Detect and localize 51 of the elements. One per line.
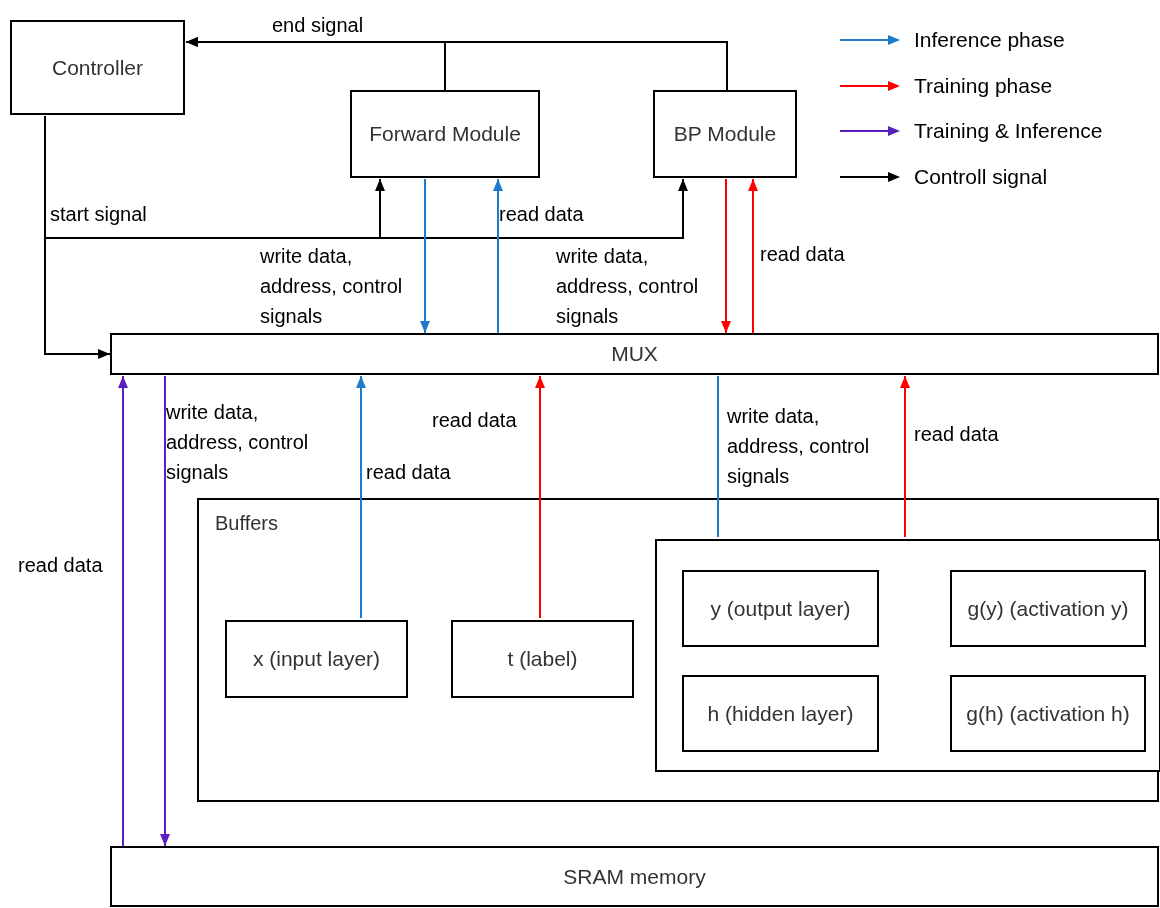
node-label: x (input layer) — [251, 646, 382, 672]
node-label: h (hidden layer) — [706, 700, 855, 727]
node-label: y (output layer) — [709, 595, 852, 622]
arrow — [535, 375, 545, 619]
arrow — [185, 37, 728, 91]
edge-label: read data — [432, 408, 518, 433]
legend-label: Controll signal — [914, 163, 1048, 190]
edge-label: write data, address, control signals — [556, 244, 700, 329]
edge-label: start signal — [50, 202, 148, 227]
node-label: Controller — [50, 54, 144, 81]
arrow — [493, 178, 503, 334]
arrow — [900, 375, 910, 538]
edge-label: write data, address, control signals — [260, 244, 404, 329]
module-box — [225, 620, 408, 698]
node-label: MUX — [610, 341, 659, 367]
node-label: Buffers — [215, 511, 278, 536]
module-box — [950, 570, 1146, 647]
module-box — [653, 90, 797, 178]
module-box — [110, 846, 1159, 907]
arrow — [118, 375, 128, 847]
node-label: g(h) (activation h) — [965, 700, 1131, 727]
edge-label: end signal — [272, 13, 365, 38]
module-box — [10, 20, 185, 115]
edge-label: read data — [18, 553, 104, 578]
edge-label: write data, address, control signals — [166, 400, 310, 485]
legend-label: Training phase — [914, 72, 1053, 99]
arrow — [356, 375, 366, 619]
module-box — [110, 333, 1159, 375]
node-label: SRAM memory — [562, 863, 707, 890]
edge-label: read data — [760, 242, 846, 267]
module-box — [682, 675, 879, 752]
arrow — [160, 375, 170, 847]
edge-label: write data, address, control signals — [727, 404, 871, 489]
module-box — [682, 570, 879, 647]
module-box — [350, 90, 540, 178]
edge-label: read data — [499, 202, 585, 227]
buffer-panel — [197, 498, 1159, 802]
node-label: Forward Module — [368, 121, 522, 147]
arrow — [748, 178, 758, 334]
module-box — [451, 620, 634, 698]
edge-label: read data — [366, 460, 452, 485]
node-label: BP Module — [672, 121, 778, 147]
edge-label: read data — [914, 422, 1000, 447]
legend-label: Inference phase — [914, 27, 1065, 53]
module-box — [950, 675, 1146, 752]
group-box — [655, 539, 1160, 772]
node-label: g(y) (activation y) — [966, 595, 1130, 622]
arrow — [721, 178, 731, 334]
arrow — [420, 178, 430, 334]
node-label: t (label) — [506, 646, 579, 672]
legend-label: Training & Inference — [914, 118, 1103, 144]
